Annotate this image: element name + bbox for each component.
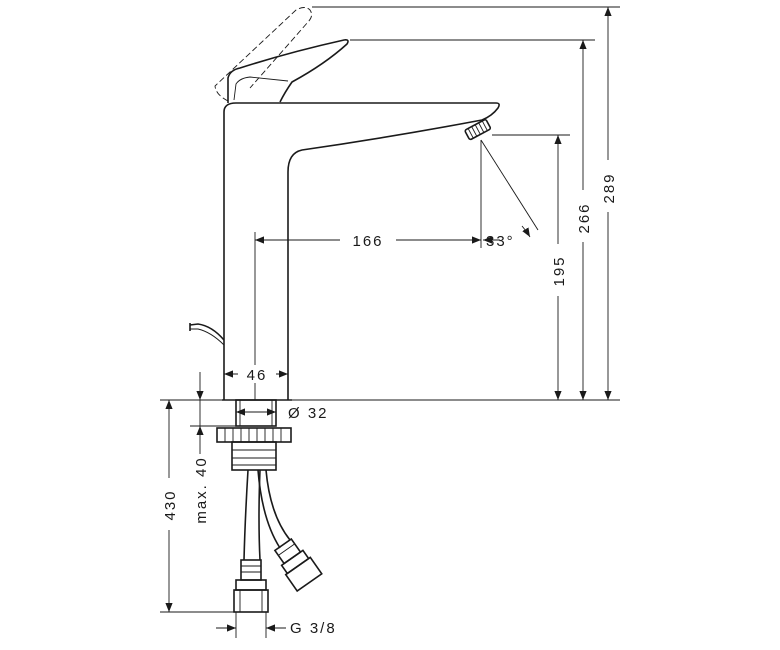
supply-hose-right (257, 469, 323, 593)
handle-lever-raised (214, 7, 313, 102)
label-connection-thread: G 3/8 (290, 620, 337, 637)
dimension-lines (165, 7, 612, 632)
supply-hose-left (233, 469, 269, 613)
faucet-body (222, 102, 500, 401)
label-lever-height: 266 (576, 202, 593, 233)
label-total-height: 289 (601, 172, 618, 203)
label-spout-clearance: 195 (551, 255, 568, 286)
label-spout-reach: 166 (352, 233, 383, 250)
label-base-width: 46 (247, 367, 268, 384)
mounting-assembly (216, 399, 292, 471)
handle-lever (227, 39, 349, 103)
drain-rod (189, 323, 225, 346)
aerator (464, 118, 492, 141)
extension-lines (160, 6, 620, 638)
label-hose-length: 430 (162, 489, 179, 520)
label-max-deck-thickness: max. 40 (193, 456, 210, 523)
label-hole-diameter: Ø 32 (288, 405, 329, 422)
label-swivel-angle: 33° (486, 233, 515, 250)
dimension-labels: 289 266 195 166 33° 46 Ø 32 max. 40 430 … (161, 160, 618, 637)
